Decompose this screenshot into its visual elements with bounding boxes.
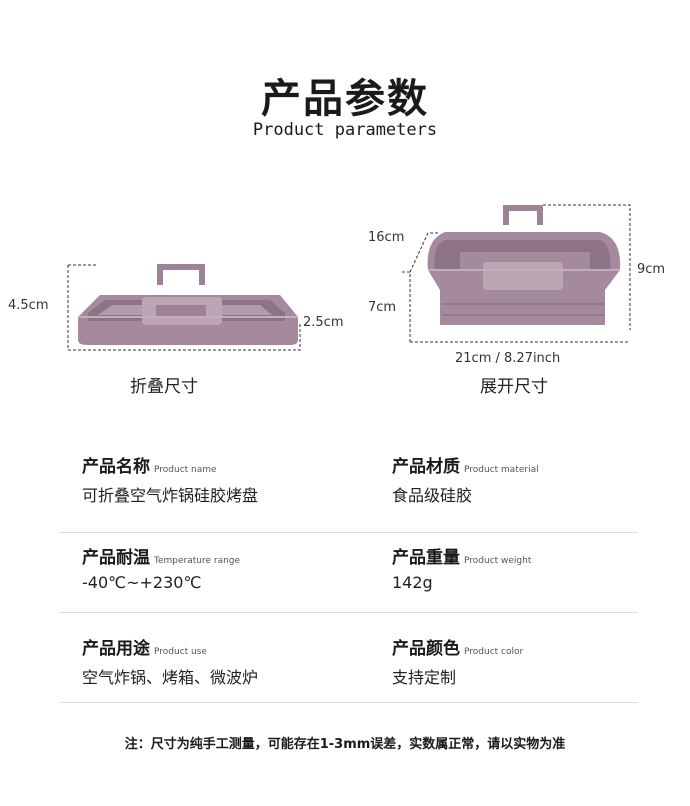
param-value: 可折叠空气炸锅硅胶烤盘 <box>82 486 259 505</box>
measurement-note: 注：尺寸为纯手工测量，可能存在1-3mm误差，实数属正常，请以实物为准 <box>124 737 566 752</box>
expanded-height-label: 9cm <box>637 262 666 277</box>
expanded-width-label: 16cm <box>368 230 405 245</box>
divider <box>60 532 638 533</box>
param-value: 142g <box>392 573 433 592</box>
folded-depth-label: 2.5cm <box>303 315 344 330</box>
param-value: 支持定制 <box>392 668 457 687</box>
param-value: 食品级硅胶 <box>392 486 473 505</box>
page-title: 产品参数 <box>261 76 429 122</box>
folded-caption: 折叠尺寸 <box>130 377 198 397</box>
expanded-caption: 展开尺寸 <box>480 377 548 397</box>
page-subtitle: Product parameters <box>252 120 438 140</box>
divider <box>60 702 638 703</box>
expanded-lower-label: 7cm <box>368 300 397 315</box>
expanded-tray-image <box>400 204 631 343</box>
folded-height-label: 4.5cm <box>8 298 49 313</box>
folded-tray-image <box>67 264 301 351</box>
divider <box>60 612 638 613</box>
param-value: 空气炸锅、烤箱、微波炉 <box>82 668 259 687</box>
param-value: -40℃~+230℃ <box>82 573 202 592</box>
expanded-length-label: 21cm / 8.27inch <box>455 351 561 366</box>
